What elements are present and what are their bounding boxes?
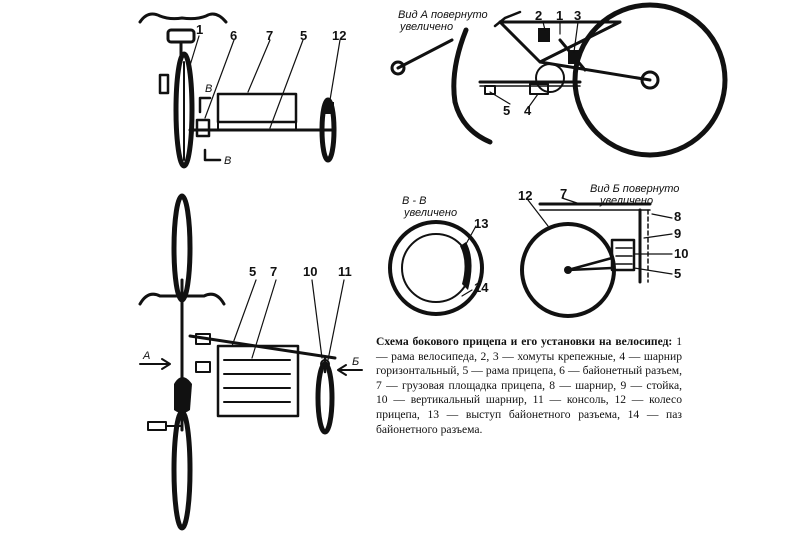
label-7: 7 — [266, 28, 273, 43]
view-a-subtitle: увеличено — [399, 21, 453, 33]
view-b-label-12: 12 — [518, 188, 532, 203]
arrow-b-label: Б — [352, 356, 359, 368]
view-a: Вид А повернуто увеличено 2 1 3 5 4 — [390, 2, 728, 158]
front-trailer-wheel — [319, 97, 337, 163]
section-bb-title: В - В — [402, 195, 426, 207]
label-1: 1 — [196, 22, 203, 37]
top-label-10: 10 — [303, 264, 317, 279]
view-a-right-wheel — [572, 2, 728, 158]
bayonet-protrusion — [460, 242, 472, 290]
view-b-vertical-hinge — [610, 238, 636, 272]
section-bb-subtitle: увеличено — [403, 207, 457, 219]
section-bb-label-13: 13 — [474, 216, 488, 231]
view-a-hinge — [529, 83, 549, 95]
top-handlebar — [138, 292, 226, 306]
view-b-label-7: 7 — [560, 186, 567, 201]
top-cargo-platform — [216, 344, 300, 418]
view-a-clamp-2 — [538, 28, 550, 42]
front-bike-wheel — [173, 51, 195, 169]
bayonet-outer-ring — [388, 220, 484, 316]
top-label-7: 7 — [270, 264, 277, 279]
label-5: 5 — [300, 28, 307, 43]
label-6: 6 — [230, 28, 237, 43]
view-b-subtitle: увеличено — [599, 195, 653, 207]
section-mark-bottom: В — [224, 155, 231, 167]
arrow-b — [337, 364, 363, 376]
section-bb-label-14: 14 — [474, 280, 489, 295]
view-b-label-9: 9 — [674, 226, 681, 241]
view-b-title: Вид Б повернуто — [590, 183, 679, 195]
view-b-label-5: 5 — [674, 266, 681, 281]
arrow-a-label: А — [142, 350, 150, 362]
front-bayonet-joint — [195, 118, 211, 138]
front-handlebar — [138, 12, 228, 24]
arrow-a — [139, 358, 171, 370]
view-a-label-2: 2 — [535, 8, 542, 23]
view-a-left-wheel — [451, 27, 493, 145]
top-label-11: 11 — [338, 264, 352, 279]
view-a-title: Вид А повернуто — [398, 9, 488, 21]
front-saddle — [166, 28, 196, 44]
top-label-5: 5 — [249, 264, 256, 279]
top-trailer-wheel — [315, 361, 335, 435]
front-cargo-platform — [216, 92, 298, 124]
view-b-console — [566, 256, 614, 272]
top-saddle — [174, 377, 192, 413]
section-mark-top: В — [205, 83, 212, 95]
view-b: Вид Б повернуто увеличено 7 12 8 9 10 5 — [518, 183, 688, 318]
view-a-label-3: 3 — [574, 8, 581, 23]
view-a-label-1: 1 — [556, 8, 563, 23]
caption-title: Схема бокового прицепа и его установки н… — [376, 335, 673, 348]
view-a-clamp-3 — [568, 50, 580, 64]
view-b-label-10: 10 — [674, 246, 688, 261]
view-a-label-5: 5 — [503, 103, 510, 118]
figure-caption: Схема бокового прицепа и его установки н… — [376, 335, 682, 437]
view-a-label-4: 4 — [524, 103, 532, 118]
caption-body: 1 — рама велосипеда, 2, 3 — хомуты крепе… — [376, 335, 682, 436]
top-view: 5 7 10 11 А Б — [138, 193, 363, 531]
view-b-label-8: 8 — [674, 209, 681, 224]
label-12: 12 — [332, 28, 346, 43]
front-view: 1 6 7 5 12 В В — [138, 12, 346, 169]
section-bb: В - В увеличено 13 14 — [388, 195, 489, 316]
